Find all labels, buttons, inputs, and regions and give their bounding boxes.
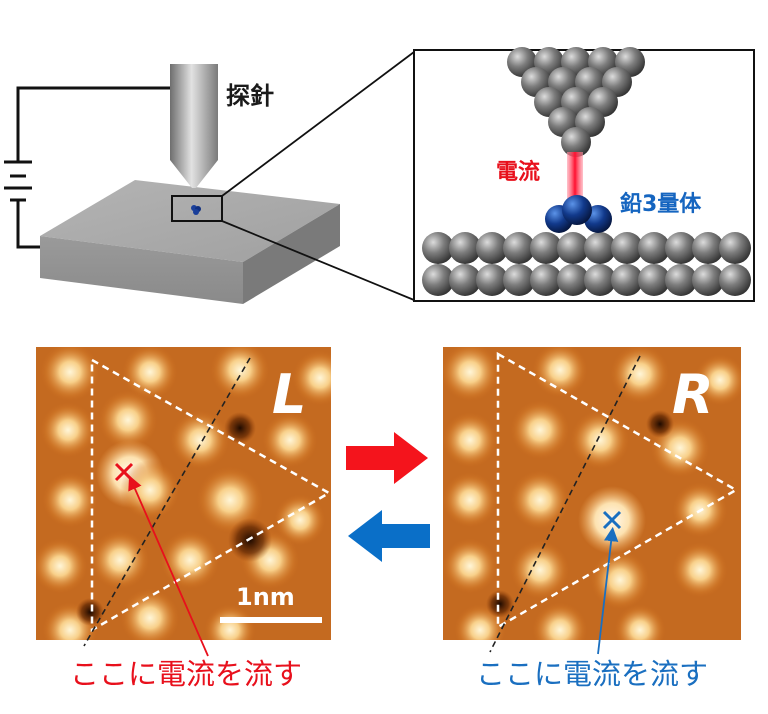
substrate-atom — [422, 232, 454, 264]
bright-spot — [98, 390, 158, 450]
bright-spot — [610, 347, 670, 404]
substrate-atom — [449, 264, 481, 296]
bright-spot — [510, 470, 570, 530]
zoom-panel — [413, 47, 755, 302]
substrate-atom — [719, 232, 751, 264]
substrate-atom — [584, 232, 616, 264]
caption-left: ここに電流を流す — [70, 657, 303, 691]
substrate-atom — [503, 264, 535, 296]
sample-slab — [40, 180, 340, 304]
mirror-line — [83, 357, 251, 647]
substrate-atom — [665, 264, 697, 296]
pointer-arrow-right — [597, 526, 619, 655]
arrow-left-icon — [348, 510, 430, 562]
panel-right-letter: R — [672, 363, 714, 426]
bright-spot — [292, 350, 331, 406]
substrate-atom — [638, 232, 670, 264]
bright-spot — [532, 347, 588, 398]
bright-spot — [443, 412, 498, 468]
substrate-atom — [476, 232, 508, 264]
bright-spot — [443, 472, 498, 528]
caption-right: ここに電流を流す — [476, 657, 709, 691]
substrate-atom — [692, 264, 724, 296]
circuit-wire — [16, 86, 170, 249]
substrate-atom — [719, 264, 751, 296]
bright-spot — [90, 530, 150, 590]
bright-spot — [443, 347, 500, 402]
bright-spot — [40, 347, 100, 402]
substrate-atom — [638, 264, 670, 296]
substrate-atom — [584, 264, 616, 296]
bright-spot — [210, 347, 270, 400]
substrate-atom — [449, 232, 481, 264]
probe-tip — [170, 64, 218, 188]
bright-spot — [510, 540, 570, 600]
bright-spot — [694, 354, 741, 406]
substrate-atom — [557, 264, 589, 296]
bright-spot — [532, 602, 588, 640]
dark-pit — [646, 410, 674, 438]
substrate-atom — [530, 232, 562, 264]
dark-pit — [76, 598, 104, 626]
substrate-atom — [557, 232, 589, 264]
bright-spot — [274, 494, 326, 546]
substrate-atoms — [422, 232, 751, 296]
bright-spot — [443, 538, 498, 594]
bright-spot — [570, 410, 630, 470]
scale-bar-label: 1nm — [236, 583, 295, 611]
stm-image-left — [36, 347, 331, 640]
tiny-cluster — [191, 205, 201, 215]
bright-spot — [120, 588, 180, 640]
bright-spot — [40, 402, 96, 458]
panel-left-letter: L — [272, 363, 307, 426]
bright-spot — [42, 472, 98, 528]
bright-spot — [36, 538, 88, 594]
tip-atoms — [507, 47, 645, 157]
dark-pit — [486, 590, 514, 618]
substrate-atom — [422, 264, 454, 296]
substrate-atom — [503, 232, 535, 264]
bright-spot — [262, 412, 318, 468]
stm-overlay-left — [83, 357, 332, 657]
bright-spot — [204, 604, 256, 640]
zoom-region-box — [171, 195, 223, 222]
stm-overlay-right — [489, 351, 739, 655]
triangle-outline — [496, 351, 739, 630]
probe-label: 探針 — [226, 82, 274, 110]
substrate-atom — [665, 232, 697, 264]
bright-spot — [590, 550, 650, 610]
substrate-atom — [476, 264, 508, 296]
bright-spot — [122, 347, 178, 400]
cluster-label: 鉛3量体 — [620, 192, 702, 217]
dark-pit — [224, 412, 256, 444]
current-beam — [567, 152, 583, 200]
substrate-atom — [611, 232, 643, 264]
substrate-atom — [611, 264, 643, 296]
bright-spot — [170, 410, 230, 470]
mirror-line — [489, 355, 641, 653]
bright-spot — [672, 542, 728, 598]
current-label: 電流 — [496, 160, 541, 185]
triangle-outline — [90, 357, 332, 633]
tip-atom — [561, 127, 591, 157]
bright-spot — [120, 460, 180, 520]
bright-spot — [510, 400, 570, 460]
substrate-atom — [692, 232, 724, 264]
pointer-arrow-left — [128, 475, 209, 657]
bright-spot — [614, 604, 666, 640]
stm-image-right — [443, 347, 741, 640]
cross-mark-icon — [602, 510, 622, 530]
substrate-atom — [530, 264, 562, 296]
lead-trimer — [545, 195, 612, 233]
battery-icon — [4, 160, 32, 202]
bright-spot — [160, 530, 220, 590]
arrow-right-icon — [346, 432, 428, 484]
bright-spot — [196, 466, 264, 534]
stm-schematic — [4, 51, 415, 304]
